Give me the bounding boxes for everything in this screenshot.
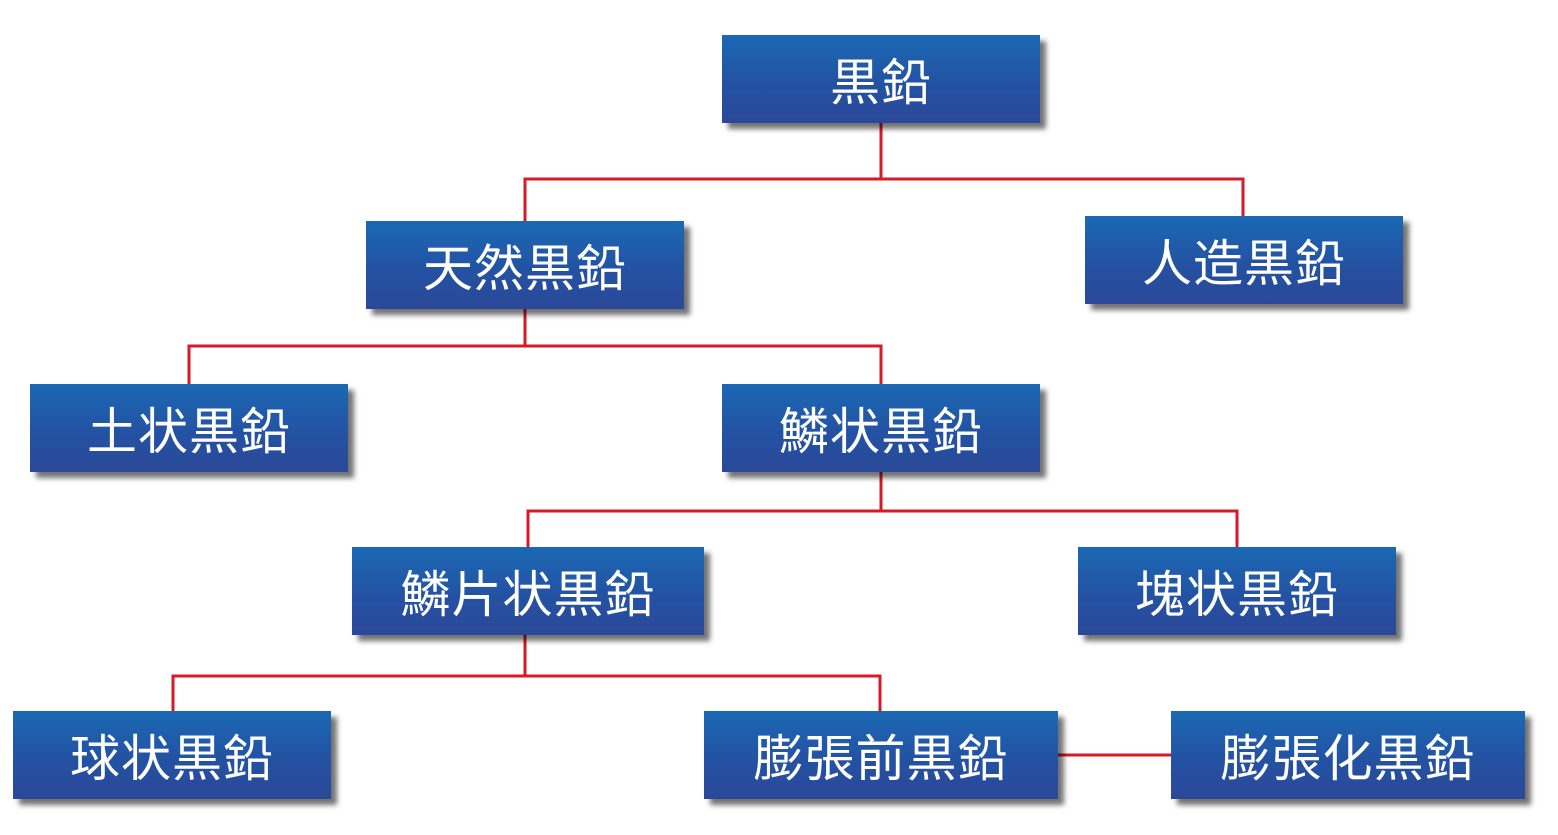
- node-flake-graphite: 鱗片状黒鉛: [352, 547, 704, 635]
- node-vein-graphite: 塊状黒鉛: [1078, 547, 1396, 635]
- connector-crystalline-branch: [526, 509, 1239, 549]
- node-pre-expanded-graphite: 膨張前黒鉛: [704, 711, 1058, 799]
- node-graphite-label: 黒鉛: [830, 54, 932, 112]
- node-expanded-graphite-label: 膨張化黒鉛: [1220, 730, 1476, 788]
- node-spherical-graphite: 球状黒鉛: [13, 711, 331, 799]
- node-pre-expanded-graphite-label: 膨張前黒鉛: [753, 730, 1009, 788]
- node-expanded-graphite: 膨張化黒鉛: [1171, 711, 1525, 799]
- node-natural-graphite: 天然黒鉛: [366, 221, 684, 309]
- node-vein-graphite-label: 塊状黒鉛: [1135, 566, 1339, 624]
- connector-root-branch: [523, 177, 1245, 223]
- node-artificial-graphite-label: 人造黒鉛: [1142, 235, 1346, 293]
- node-flake-graphite-label: 鱗片状黒鉛: [400, 566, 656, 624]
- node-amorphous-graphite-label: 土状黒鉛: [87, 403, 291, 461]
- connector-natural-branch: [187, 344, 883, 386]
- node-natural-graphite-label: 天然黒鉛: [423, 240, 627, 298]
- connector-flake-branch: [171, 674, 882, 713]
- node-crystalline-graphite-label: 鱗状黒鉛: [779, 403, 983, 461]
- node-spherical-graphite-label: 球状黒鉛: [70, 730, 274, 788]
- node-amorphous-graphite: 土状黒鉛: [30, 384, 348, 472]
- node-crystalline-graphite: 鱗状黒鉛: [722, 384, 1040, 472]
- node-graphite: 黒鉛: [722, 35, 1040, 123]
- node-artificial-graphite: 人造黒鉛: [1085, 216, 1403, 304]
